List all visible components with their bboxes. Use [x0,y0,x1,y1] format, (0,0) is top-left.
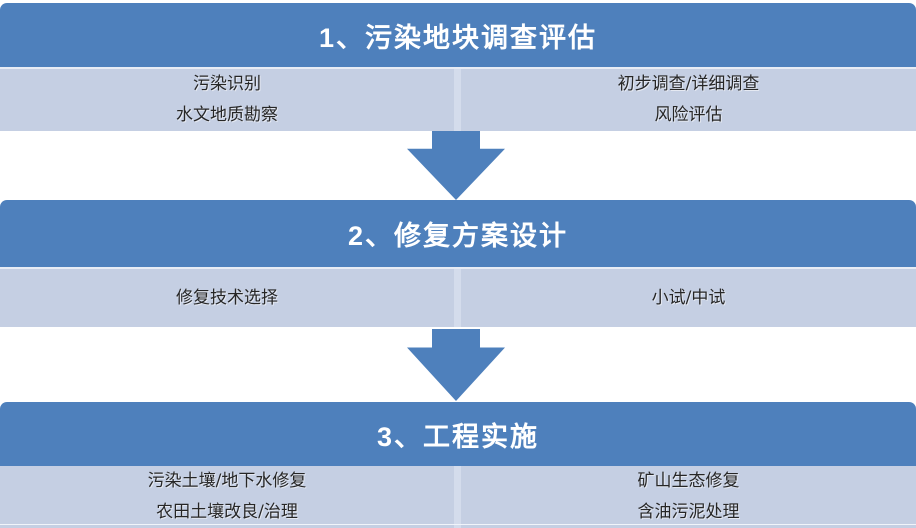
column-divider [454,466,461,528]
process-item: 农田土壤改良/治理 [156,502,298,522]
process-item: 含油污泥处理 [637,502,740,522]
stage-1-header: 1、污染地块调查评估 [0,3,916,67]
down-arrow-icon [407,131,505,200]
stage-2-left-cell: 修复技术选择 [0,269,454,327]
stage-1-body: 污染识别 水文地质勘察 初步调查/详细调查 风险评估 [0,67,916,131]
process-item: 水文地质勘察 [176,105,278,125]
stage-3-header: 3、工程实施 [0,402,916,466]
process-item: 小试/中试 [651,287,726,308]
process-item: 矿山生态修复 [637,471,740,491]
stage-1-right-cell: 初步调查/详细调查 风险评估 [461,69,916,131]
process-item: 风险评估 [654,105,723,125]
stage-3-title: 3、工程实施 [376,421,540,452]
stage-1-title: 1、污染地块调查评估 [318,22,598,53]
process-item: 污染土壤/地下水修复 [147,471,307,491]
column-divider [454,69,461,131]
stage-3-right-cell: 矿山生态修复 含油污泥处理 [461,466,916,528]
table-bottom-border [0,524,916,525]
process-item: 修复技术选择 [176,287,278,308]
down-arrow-icon [407,329,505,401]
column-divider [454,269,461,327]
stage-2-title: 2、修复方案设计 [347,221,569,251]
process-item: 初步调查/详细调查 [617,74,760,94]
process-item: 污染识别 [193,74,261,94]
stage-3-body: 污染土壤/地下水修复 农田土壤改良/治理 矿山生态修复 含油污泥处理 [0,466,916,528]
stage-3-left-cell: 污染土壤/地下水修复 农田土壤改良/治理 [0,466,454,528]
stage-2-body: 修复技术选择 小试/中试 [0,267,916,327]
stage-2-header: 2、修复方案设计 [0,200,916,267]
stage-1-left-cell: 污染识别 水文地质勘察 [0,69,454,131]
stage-2-right-cell: 小试/中试 [461,269,916,327]
